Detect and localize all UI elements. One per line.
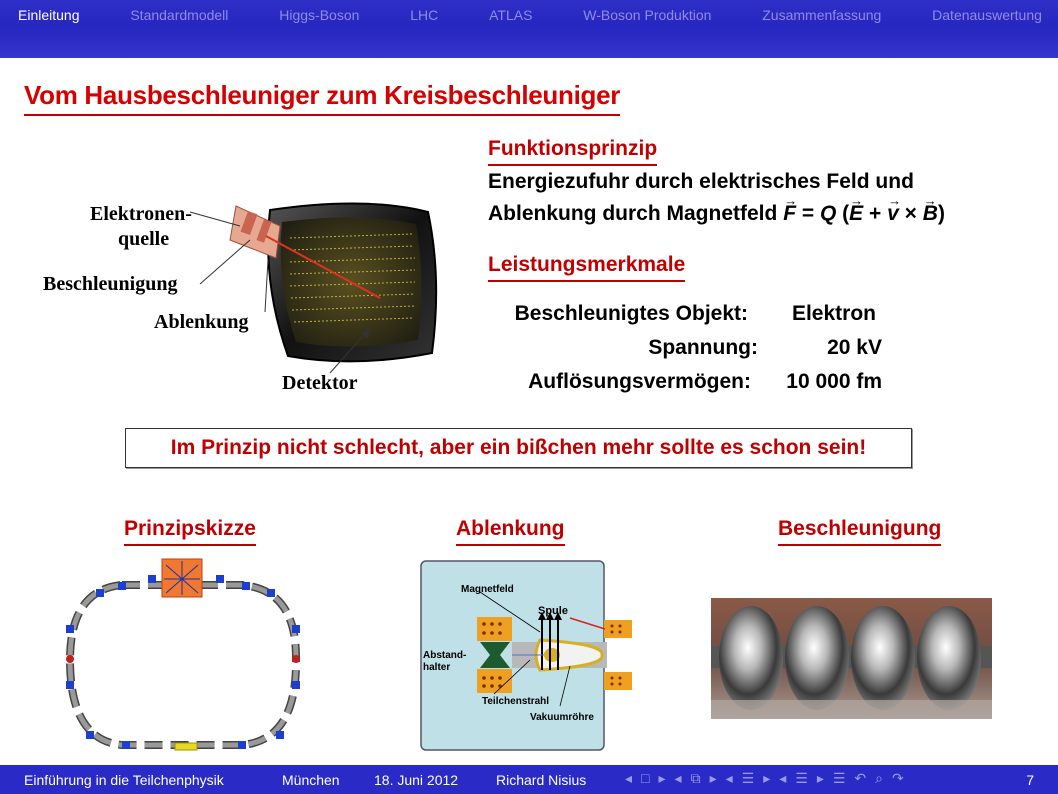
- nav-prev-slide-icon[interactable]: ◂: [674, 770, 682, 786]
- nav-prev-subsection-icon[interactable]: ◂: [725, 770, 733, 786]
- heading-beschleunigung: Beschleunigung: [778, 517, 942, 546]
- slide-title: Vom Hausbeschleuniger zum Kreisbeschleun…: [24, 80, 620, 116]
- nav-item-standardmodell[interactable]: Standardmodell: [130, 7, 229, 23]
- nav-search-icon[interactable]: ⌕: [875, 770, 883, 786]
- nav-subsection-icon[interactable]: ☰: [741, 770, 755, 786]
- footer-author: Richard Nisius: [496, 772, 587, 788]
- perf-label-spannung: Spannung:: [648, 336, 758, 359]
- nav-next-subsection-icon[interactable]: ▸: [763, 770, 771, 786]
- principle-line-1: Energiezufuhr durch elektrisches Feld un…: [488, 170, 914, 193]
- perf-value-objekt: Elektron: [791, 302, 876, 325]
- nav-forward-icon[interactable]: ↷: [891, 770, 904, 786]
- footer-date: 18. Juni 2012: [374, 772, 459, 788]
- footer-bar: Einführung in die Teilchenphysik München…: [0, 765, 1058, 794]
- label-beschleunigung: Beschleunigung: [43, 273, 177, 295]
- rf-cavity-photo: [711, 598, 992, 719]
- heading-funktionsprinzip: Funktionsprinzip: [488, 137, 658, 166]
- nav-item-einleitung[interactable]: Einleitung: [18, 7, 80, 23]
- nav-next-section-icon[interactable]: ▸: [816, 770, 824, 786]
- nav-item-zusammenfassung[interactable]: Zusammenfassung: [762, 7, 882, 23]
- nav-frame-icon[interactable]: □: [641, 770, 650, 786]
- nav-section-icon[interactable]: ☰: [795, 770, 808, 786]
- ring-accelerator-sketch: [65, 558, 303, 751]
- lorentz-formula: F = Q (E + v × B): [783, 185, 945, 225]
- nav-document-icon[interactable]: ☰: [832, 770, 846, 786]
- perf-value-spannung: 20 kV: [827, 336, 882, 359]
- formula-E: E: [849, 185, 863, 230]
- label-magnetfeld: Magnetfeld: [461, 584, 514, 595]
- heading-prinzipskizze: Prinzipskizze: [124, 517, 256, 546]
- perf-value-aufloesung: 10 000 fm: [786, 370, 882, 393]
- formula-F: F: [783, 185, 797, 230]
- nav-prev-section-icon[interactable]: ◂: [779, 770, 787, 786]
- nav-item-atlas[interactable]: ATLAS: [489, 7, 533, 23]
- label-detektor: Detektor: [282, 372, 358, 394]
- deflection-magnet-diagram: Magnetfeld Spule Abstand- halter Teilche…: [420, 560, 632, 751]
- nav-item-w-boson-produktion[interactable]: W-Boson Produktion: [583, 7, 712, 23]
- label-abstandhalter-1: Abstand-: [423, 650, 466, 661]
- formula-Q: Q: [819, 202, 837, 225]
- nav-prev-frame-icon[interactable]: ◂: [625, 770, 633, 786]
- label-teilchenstrahl: Teilchenstrahl: [482, 696, 549, 707]
- formula-eq: =: [801, 202, 815, 225]
- principle-line-2: Ablenkung durch Magnetfeld F = Q (E + v …: [488, 185, 945, 230]
- label-elektronenquelle-2: quelle: [118, 228, 169, 250]
- nav-item-higgs-boson[interactable]: Higgs-Boson: [279, 7, 360, 23]
- callout-box: Im Prinzip nicht schlecht, aber ein bißc…: [125, 428, 912, 468]
- label-spule: Spule: [538, 605, 568, 617]
- label-ablenkung: Ablenkung: [154, 311, 249, 333]
- principle-line-2-text: Ablenkung durch Magnetfeld: [488, 202, 778, 225]
- nav-item-lhc[interactable]: LHC: [410, 7, 439, 23]
- heading-leistungsmerkmale: Leistungsmerkmale: [488, 253, 686, 282]
- crt-tube-illustration: Elektronen- quelle Beschleunigung Ablenk…: [43, 202, 438, 394]
- top-navigation-bar: Einleitung Standardmodell Higgs-Boson LH…: [0, 0, 1058, 58]
- footer-page-number: 7: [1026, 772, 1034, 788]
- nav-back-icon[interactable]: ↶: [854, 770, 867, 786]
- formula-B: B: [923, 185, 938, 230]
- nav-slide-icon[interactable]: ⧉: [690, 770, 701, 786]
- beamer-navigation-controls: ◂ □ ▸ ◂ ⧉ ▸ ◂ ☰ ▸ ◂ ☰ ▸ ☰ ↶ ⌕ ↷: [625, 770, 904, 787]
- perf-label-aufloesung: Auflösungsvermögen:: [528, 370, 751, 393]
- nav-next-frame-icon[interactable]: ▸: [658, 770, 666, 786]
- footer-city: München: [282, 772, 340, 788]
- footer-course: Einführung in die Teilchenphysik: [24, 772, 224, 788]
- formula-v: v: [887, 185, 901, 230]
- label-elektronenquelle-1: Elektronen-: [90, 203, 192, 225]
- perf-label-objekt: Beschleunigtes Objekt:: [514, 302, 748, 325]
- formula-times: ×: [904, 202, 917, 225]
- formula-plus: +: [869, 202, 882, 225]
- heading-ablenkung: Ablenkung: [456, 517, 565, 546]
- nav-item-datenauswertung[interactable]: Datenauswertung: [932, 7, 1042, 23]
- nav-next-slide-icon[interactable]: ▸: [709, 770, 717, 786]
- label-vakuumroehre: Vakuumröhre: [530, 712, 594, 723]
- label-abstandhalter-2: halter: [423, 662, 450, 673]
